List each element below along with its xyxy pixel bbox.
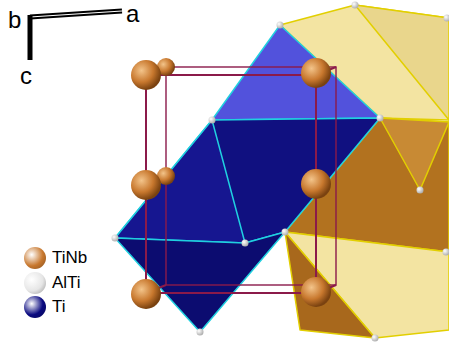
- legend-row: AlTi: [24, 272, 81, 294]
- legend-text: Ti: [52, 297, 66, 317]
- axis-lines: [30, 11, 122, 60]
- legend-swatch: [24, 247, 46, 269]
- legend-text: TiNb: [52, 248, 87, 268]
- legend-row: TiNb: [24, 247, 87, 269]
- legend-swatch: [24, 272, 46, 294]
- axis-label: c: [20, 64, 32, 88]
- tinb-atoms: [131, 58, 331, 309]
- alti-atoms: [112, 2, 449, 342]
- legend-swatch: [24, 296, 46, 318]
- axis-label: b: [8, 8, 21, 32]
- axis-label: a: [126, 2, 139, 26]
- legend-row: Ti: [24, 296, 66, 318]
- polyhedra: [115, 5, 449, 338]
- legend-text: AlTi: [52, 273, 81, 293]
- unit-cell: [146, 67, 336, 293]
